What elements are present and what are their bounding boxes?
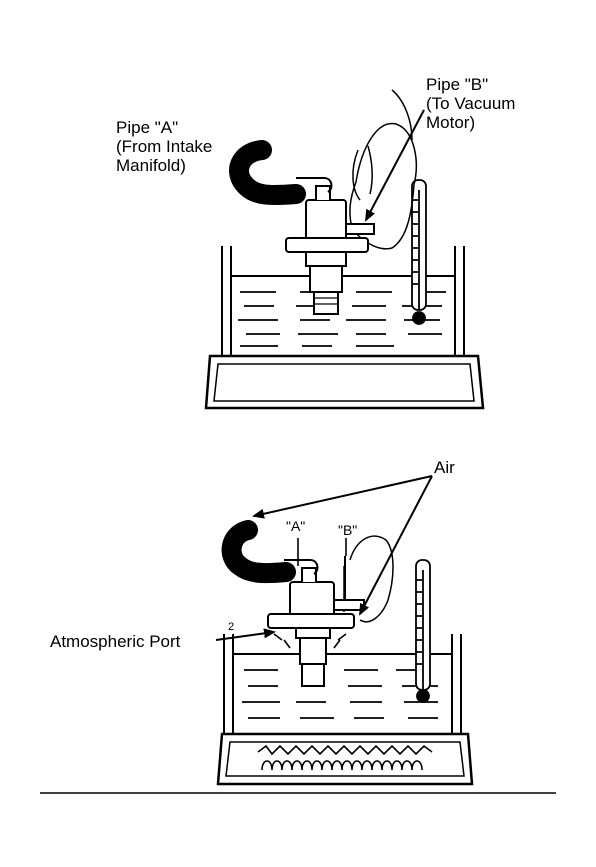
air-escape-marks [273,633,347,649]
air-label: Air [434,458,455,477]
air-arrow-to-hose [252,475,433,519]
valve-top [285,177,375,315]
hose-a-bottom [221,520,296,584]
base-stand-bottom [216,732,474,786]
thermometer-bottom [415,559,431,703]
pipe-a-label: Pipe "A" (From Intake Manifold) [116,118,213,175]
thermometer-top [411,179,427,325]
hose-a-top [229,140,306,205]
water-container-bottom [223,634,462,735]
pipe-b-label: Pipe "B" (To Vacuum Motor) [426,75,516,132]
burner-flame [257,744,433,771]
a-label: "A" [286,518,306,534]
air-arrow-to-pipe-b [359,475,433,616]
b-label: "B" [338,522,358,538]
top-figure [204,89,485,410]
water-container-top [221,246,465,357]
pipe-b-arrow [365,109,425,222]
atmospheric-port-label: Atmospheric Port [50,632,181,651]
bottom-figure: 2 [215,475,474,786]
atmospheric-port-arrow [215,628,276,641]
valve-bottom [267,556,365,687]
minor-mark: 2 [228,621,234,633]
base-stand-top [204,354,485,410]
